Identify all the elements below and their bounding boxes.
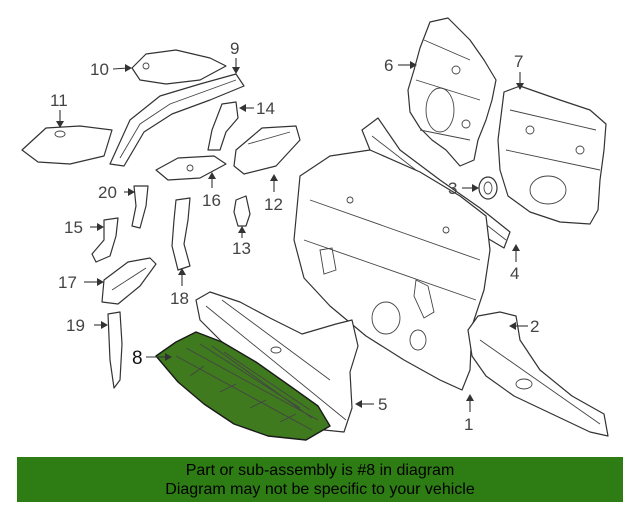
part-15-shape[interactable] <box>91 217 119 263</box>
label-7: 7 <box>514 52 523 71</box>
label-20: 20 <box>98 183 117 202</box>
part-1-shape[interactable] <box>293 149 491 391</box>
label-9: 9 <box>230 39 239 58</box>
label-16: 16 <box>202 191 221 210</box>
part-13-shape[interactable] <box>233 195 251 227</box>
part-14-shape[interactable] <box>207 101 239 151</box>
part-9-shape[interactable] <box>109 73 245 167</box>
part-17-shape[interactable] <box>101 257 157 305</box>
label-17: 17 <box>58 273 77 292</box>
label-12: 12 <box>264 195 283 214</box>
label-6: 6 <box>384 56 393 75</box>
part-2-shape[interactable] <box>467 311 609 437</box>
part-10-shape[interactable] <box>131 49 227 85</box>
label-10: 10 <box>90 60 109 79</box>
part-18-shape[interactable] <box>171 197 191 271</box>
part-11-shape[interactable] <box>21 125 113 165</box>
label-8-highlighted: 8 <box>132 348 143 369</box>
banner-line-2: Diagram may not be specific to your vehi… <box>165 480 475 498</box>
leader-lines <box>56 58 528 412</box>
info-banner: Part or sub-assembly is #8 in diagram Di… <box>17 457 623 502</box>
parts-diagram: 10 9 11 14 6 7 3 4 2 5 1 12 13 16 20 15 … <box>21 17 609 441</box>
part-7-shape[interactable] <box>497 85 607 225</box>
label-1: 1 <box>464 415 473 434</box>
label-15: 15 <box>64 218 83 237</box>
label-13: 13 <box>232 239 251 258</box>
part-20-shape[interactable] <box>131 185 149 229</box>
label-19: 19 <box>66 316 85 335</box>
label-5: 5 <box>378 395 387 414</box>
part-3-shape[interactable] <box>478 176 498 200</box>
banner-line-1: Part or sub-assembly is #8 in diagram <box>185 461 455 479</box>
part-8-highlighted-shape[interactable] <box>155 331 331 441</box>
label-18: 18 <box>170 289 189 308</box>
label-2: 2 <box>530 317 539 336</box>
label-4: 4 <box>510 264 519 283</box>
part-6-shape[interactable] <box>407 17 497 167</box>
label-11: 11 <box>50 91 68 110</box>
part-16-shape[interactable] <box>155 155 227 181</box>
label-3: 3 <box>448 179 457 198</box>
part-19-shape[interactable] <box>107 311 123 389</box>
part-12-shape[interactable] <box>233 125 301 175</box>
part-labels: 10 9 11 14 6 7 3 4 2 5 1 12 13 16 20 15 … <box>50 39 539 434</box>
label-14: 14 <box>256 99 275 118</box>
